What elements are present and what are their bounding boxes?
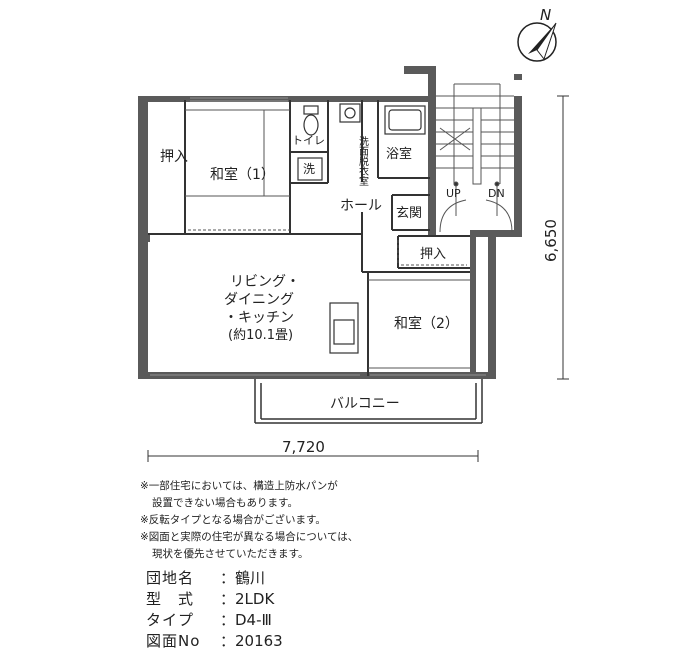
dimension-depth-label: 6,650 — [542, 219, 560, 262]
spec-row-danchi: 団地名 ：鶴川 — [146, 568, 283, 589]
washer-pan — [297, 157, 323, 181]
room-label-balcony: バルコニー — [330, 396, 400, 412]
note-line: ※反転タイプとなる場合がございます。 — [140, 514, 326, 526]
room-label-washitsu-2: 和室（2） — [394, 315, 459, 332]
note-line: ※一部住宅においては、構造上防水パンが — [140, 480, 338, 492]
spec-value: ：20163 — [220, 632, 283, 650]
room-label-oshiire-1: 押入 — [160, 149, 188, 165]
spec-row-drawing-no: 図面No ：20163 — [146, 631, 283, 650]
room-label-sen: 洗 — [303, 162, 315, 176]
note-line: 現状を優先させていただきます。 — [152, 548, 309, 560]
dimension-width-label: 7,720 — [282, 438, 325, 456]
room-label-genkan: 玄関 — [396, 206, 422, 221]
room-label-hall: ホール — [340, 198, 382, 214]
spec-key: 団地名 — [146, 569, 195, 587]
closet-markers — [188, 229, 467, 266]
room-label-ldk-line-1: リビング・ — [230, 274, 300, 290]
room-label-yokushitsu: 浴室 — [386, 146, 412, 162]
spec-key: タイプ — [146, 611, 195, 629]
note-line: 設置できない場合もあります。 — [152, 497, 298, 509]
compass-north-icon — [517, 22, 557, 62]
tatami-lines — [185, 109, 470, 369]
stair-up-label: UP — [446, 187, 461, 200]
spec-value: ：鶴川 — [220, 569, 266, 587]
spec-row-type: 型 式 ：2LDK — [146, 589, 283, 610]
room-label-ldk-line-4: (約10.1畳) — [228, 328, 293, 343]
bathtub-fixture — [384, 105, 426, 135]
toilet-fixture — [303, 105, 319, 136]
balcony-outline — [254, 379, 483, 424]
stair-dn-label: DN — [488, 187, 505, 200]
room-label-washitsu-1: 和室（1） — [210, 166, 275, 183]
room-label-toilet: トイレ — [292, 134, 325, 147]
notes: ※一部住宅においては、構造上防水パンが 設置できない場合もあります。 ※反転タイ… — [140, 478, 358, 563]
note-line: ※図面と実際の住宅が異なる場合については、 — [140, 531, 359, 543]
staircase — [436, 83, 514, 233]
washbasin-fixture — [339, 103, 361, 123]
spec-value: ：2LDK — [220, 590, 275, 608]
kitchen-counter — [329, 302, 359, 354]
spec-key: 図面No — [146, 632, 201, 650]
spec-table: 団地名 ：鶴川 型 式 ：2LDK タイプ ：D4-Ⅲ 図面No ：20163 — [146, 568, 283, 650]
spec-row-variant: タイプ ：D4-Ⅲ — [146, 610, 283, 631]
room-label-ldk-line-2: ダイニング — [224, 292, 294, 308]
room-label-ldk-line-3: ・キッチン — [224, 310, 294, 326]
dimension-lines — [147, 95, 569, 462]
spec-value: ：D4-Ⅲ — [220, 611, 272, 629]
room-label-datsui: 洗面脱衣室 — [357, 136, 369, 186]
room-label-oshiire-2: 押入 — [420, 247, 446, 262]
spec-key: 型 式 — [146, 590, 195, 608]
windows — [150, 97, 486, 376]
partitions — [148, 100, 470, 376]
north-label: N — [540, 6, 551, 24]
